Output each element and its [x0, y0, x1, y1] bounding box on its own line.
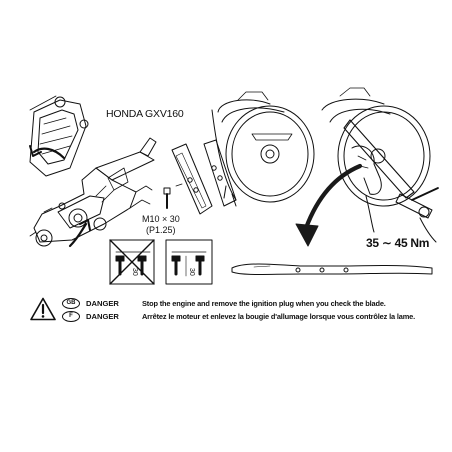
hand-holding-blade [351, 145, 382, 233]
engine-model-label: HONDA GXV160 [106, 108, 184, 120]
bolt-length-label-right: 30 [188, 268, 195, 276]
warning-text: Arrêtez le moteur et enlevez la bougie d… [142, 312, 415, 321]
signal-word: DANGER [86, 299, 119, 308]
bolt-length-label-left: 30 [131, 268, 138, 276]
tilt-arrow-icon [32, 147, 66, 160]
bolt-size-label: M10 × 30 [142, 214, 180, 224]
warning-row-english: GB DANGER Stop the engine and remove the i… [62, 298, 386, 310]
tilted-mower-sketch [29, 95, 89, 177]
blade-vertical [171, 139, 237, 215]
lawn-mower-drawing [29, 137, 157, 247]
lift-arrow-head-icon [79, 219, 91, 231]
warning-triangle-icon [30, 297, 56, 321]
bolt-pitch-label: (P1.25) [146, 225, 176, 235]
torque-spec-label: 35 ∼ 45 Nm [366, 236, 430, 250]
blade-horizontal [231, 263, 433, 275]
language-code-badge: F [62, 311, 80, 322]
signal-word: DANGER [86, 312, 119, 321]
language-code-badge: GB [62, 298, 80, 309]
warning-text: Stop the engine and remove the ignition … [142, 299, 386, 308]
safety-warning-panel: GB DANGER Stop the engine and remove the i… [28, 294, 446, 327]
lift-arrow-icon [68, 222, 88, 248]
flip-arrow-icon [303, 163, 363, 231]
warning-row-french: F DANGER Arrêtez le moteur et enlevez la b… [62, 311, 415, 323]
flip-arrow-head-icon [295, 223, 319, 247]
incorrect-bolt-box [109, 239, 155, 285]
hand-with-wrench [395, 187, 439, 243]
deck-underside-left [211, 91, 315, 207]
correct-bolt-box [165, 239, 213, 285]
tilt-arrow-head-icon [29, 145, 42, 157]
deck-underside-right [321, 87, 431, 207]
bolt-icon [163, 183, 183, 209]
